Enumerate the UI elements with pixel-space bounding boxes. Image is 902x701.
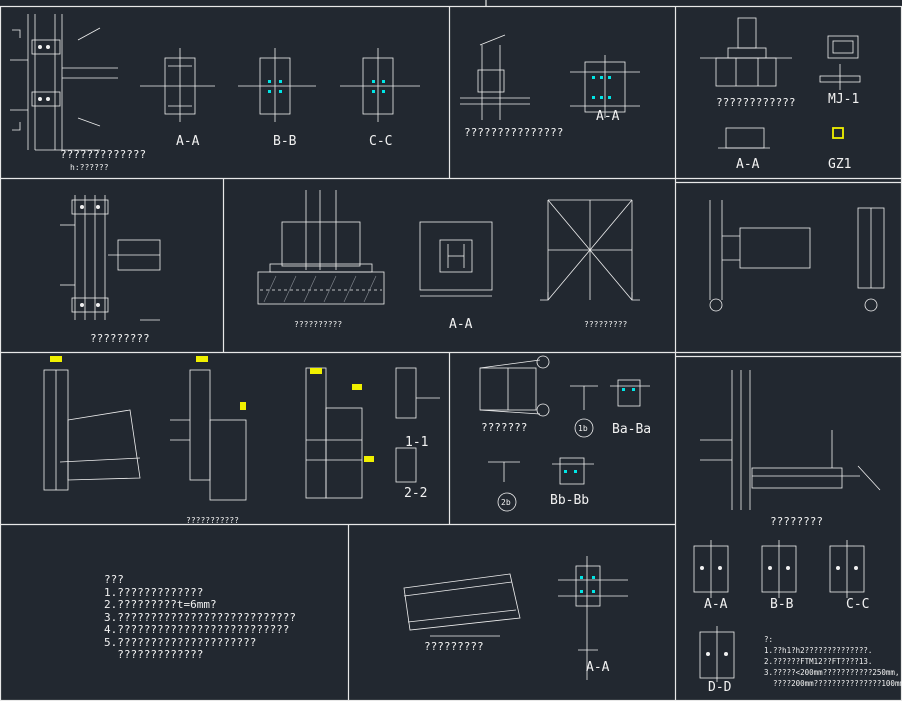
- panel-3-embedded-plate: [700, 17, 861, 149]
- title-p4: ?????????: [90, 332, 150, 345]
- title-p3: ????????????: [716, 96, 796, 109]
- bolt-marks-panel-11: [700, 566, 858, 656]
- section-c-c-1: C-C: [369, 134, 393, 149]
- yellow-dims: [50, 356, 374, 462]
- panel-1-beam-column-joints: [10, 14, 118, 151]
- notes-main: ??? 1.????????????? 2.?????????t=6mm? 3.…: [104, 573, 297, 662]
- gz1-yellow-square: [832, 127, 844, 139]
- callout-2b: 2b: [501, 498, 511, 507]
- section-b-b-11: B-B: [770, 597, 794, 612]
- section-gz1: GZ1: [828, 157, 852, 172]
- callout-1b: 1b: [578, 424, 588, 433]
- notes-small: ?: 1.??h1?h2??????????????. 2.??????FTM1…: [764, 634, 902, 689]
- section-2-2: 2-2: [404, 486, 428, 501]
- notes-main-line-4: 4.??????????????????????????: [104, 623, 290, 636]
- title-p1: ?????????????: [60, 148, 147, 161]
- bolt-marks-panel-1: [38, 45, 50, 101]
- section-mj1: MJ-1: [828, 92, 860, 107]
- cyan-bolts-panel-2: [592, 76, 611, 99]
- notes-main-title: ???: [104, 573, 124, 586]
- section-a-a-1: A-A: [176, 134, 200, 149]
- section-bb-bb: Bb-Bb: [550, 493, 590, 508]
- notes-small-line-4: ????200mm???????????????100mm.: [764, 679, 902, 688]
- title-p10: ????????: [770, 515, 823, 528]
- subtitle-p1: h:??????: [70, 163, 109, 172]
- notes-small-line-3: 3.?????<200mm???????????250mm,: [764, 668, 900, 677]
- title-p5b: ?????????: [584, 320, 628, 329]
- notes-main-line-5: 5.?????????????????????: [104, 635, 257, 649]
- notes-main-line-1: 1.?????????????: [104, 585, 204, 599]
- section-b-b-1: B-B: [273, 134, 297, 149]
- panel-12-beam: [403, 556, 628, 680]
- cyan-bolts-panel-9: [564, 388, 635, 473]
- title-p2: ???????????????: [464, 126, 564, 139]
- section-a-a-2: A-A: [596, 109, 620, 124]
- section-a-a-12: A-A: [586, 660, 610, 675]
- notes-small-line-2: 2.??????FTM12??FT????13.: [764, 657, 873, 666]
- notes-small-line-1: 1.??h1?h2??????????????.: [764, 646, 873, 655]
- panel-11-sections: [693, 540, 865, 682]
- sections-abc-panel-1: [140, 48, 420, 122]
- section-d-d-11: D-D: [708, 680, 732, 695]
- panel-9-details: [479, 355, 650, 512]
- panel-7-joints: [43, 367, 440, 501]
- title-p5a: ??????????: [294, 320, 343, 329]
- section-c-c-11: C-C: [846, 597, 870, 612]
- bolt-marks-panel-4: [80, 205, 100, 307]
- panel-10-column-splice: [700, 370, 881, 510]
- notes-main-line-3: 3.???????????????????????????: [104, 610, 297, 624]
- title-p9a: ???????: [481, 421, 528, 434]
- section-a-a-3: A-A: [736, 157, 760, 172]
- section-a-a-5: A-A: [449, 317, 473, 332]
- cyan-bolts-panel-12: [580, 576, 595, 593]
- panel-5-foundation: [257, 190, 640, 305]
- notes-main-line-6: ?????????????: [104, 648, 204, 661]
- title-p12: ?????????: [424, 640, 484, 653]
- cyan-bolts-panel-1: [268, 80, 385, 93]
- section-1-1: 1-1: [405, 435, 429, 450]
- notes-small-title: ?:: [764, 635, 774, 644]
- notes-main-line-2: 2.?????????t=6mm?: [104, 598, 217, 611]
- section-a-a-11: A-A: [704, 597, 728, 612]
- section-ba-ba: Ba-Ba: [612, 422, 652, 437]
- panel-4-column-base: [60, 195, 161, 321]
- title-p7a: ???????????: [186, 516, 239, 525]
- foundation-hatch: [263, 275, 377, 303]
- panel-2-brace-joint: [460, 34, 640, 120]
- panel-6-beam-column: [709, 200, 885, 312]
